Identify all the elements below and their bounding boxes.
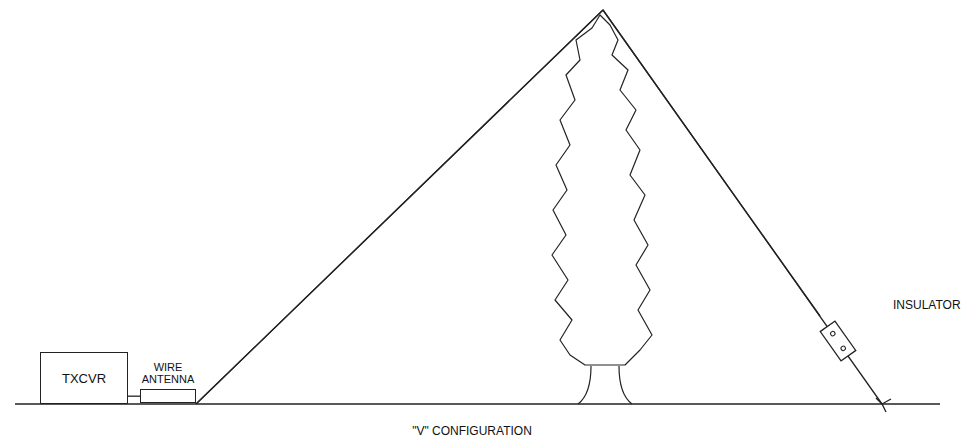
tree-canopy: [552, 15, 652, 365]
tree-trunk: [578, 366, 632, 404]
ground-line: [15, 403, 940, 404]
figure-caption: "V" CONFIGURATION: [412, 424, 532, 438]
feed-line: [128, 396, 140, 397]
antenna-wire-front: [603, 10, 820, 316]
part-label: INSULATOR: [893, 298, 961, 312]
transceiver-box: TXCVR: [40, 352, 128, 404]
insulator-symbol: [820, 321, 855, 361]
antenna-wire-front: [196, 10, 603, 404]
box-label: TXCVR: [62, 371, 106, 386]
antenna-wire: [196, 10, 882, 404]
tuner-outline: [140, 389, 196, 403]
ground-stake: [876, 398, 891, 412]
antenna-tuner-box: WIRE ANTENNA: [140, 361, 196, 403]
box-heading: WIRE ANTENNA: [140, 361, 196, 385]
